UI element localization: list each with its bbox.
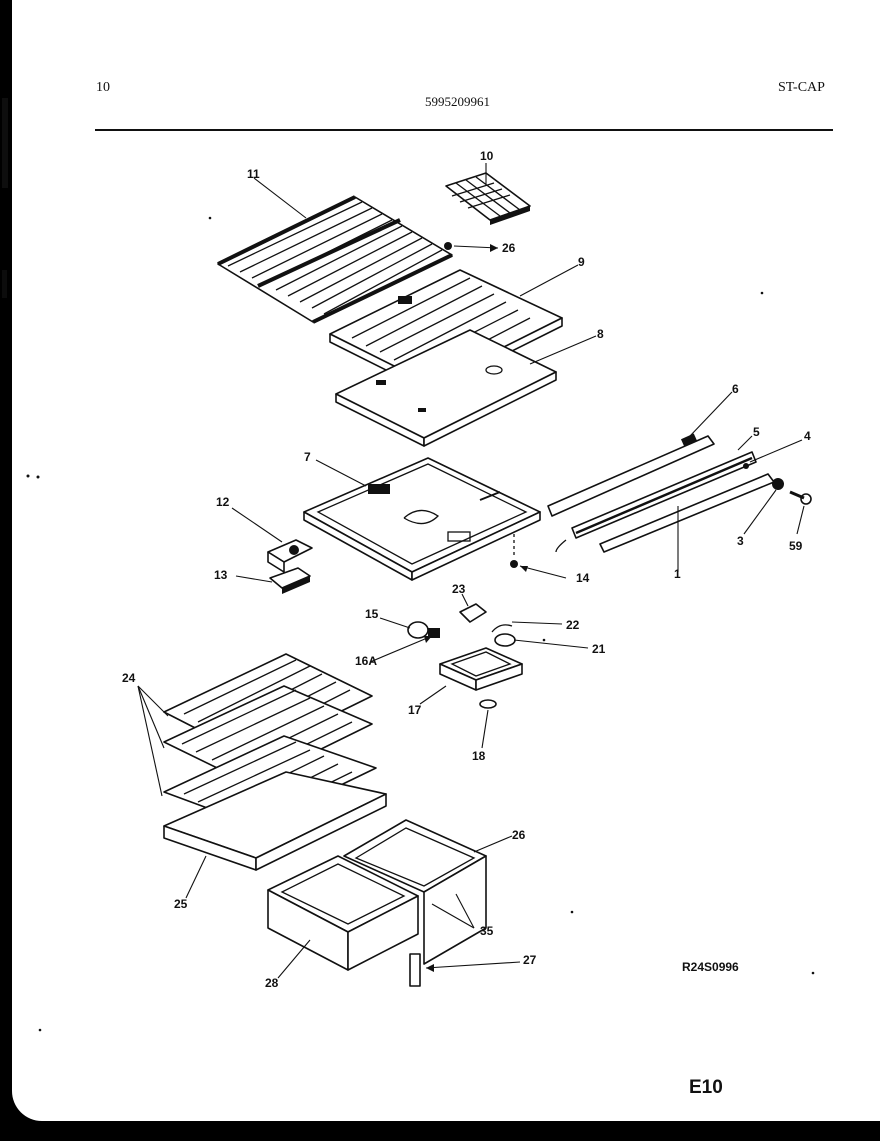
callout-28: 28 — [265, 976, 279, 990]
knob-18 — [479, 699, 497, 709]
callout-26-top: 26 — [502, 241, 516, 255]
screw-59 — [789, 490, 812, 505]
callout-23: 23 — [452, 582, 466, 596]
leader-lines — [137, 163, 805, 979]
callout-27: 27 — [523, 953, 537, 967]
callout-35: 35 — [480, 924, 494, 938]
callout-17: 17 — [408, 703, 422, 717]
callout-12: 12 — [216, 495, 230, 509]
rail-5 — [555, 451, 757, 553]
section-code: ST-CAP — [778, 80, 825, 95]
crisper-pan-26 — [343, 819, 487, 965]
crisper-cover-25 — [163, 771, 387, 871]
damper-12 — [267, 539, 313, 573]
grille-10 — [445, 172, 531, 225]
wire-shelf-11 — [217, 195, 453, 324]
callout-labels: 11 10 26 9 8 6 5 4 7 12 13 14 3 59 1 23 … — [122, 149, 811, 990]
callout-8: 8 — [597, 327, 604, 341]
callout-24: 24 — [122, 671, 136, 685]
page-code: E10 — [689, 1077, 723, 1098]
freezer-floor-7 — [303, 457, 541, 581]
shelf-stop-26 — [444, 242, 452, 250]
callout-21: 21 — [592, 642, 606, 656]
callout-4: 4 — [804, 429, 811, 443]
stray-dots — [38, 216, 815, 1032]
callout-10: 10 — [480, 149, 494, 163]
callout-7: 7 — [304, 450, 311, 464]
callout-11: 11 — [247, 167, 260, 181]
page-number: 10 — [96, 80, 110, 95]
crisper-pan-28 — [267, 855, 419, 971]
callout-9: 9 — [578, 255, 585, 269]
nut-3 — [772, 478, 784, 490]
callout-1: 1 — [674, 567, 681, 581]
bulb-15 — [407, 621, 429, 639]
callout-18: 18 — [472, 749, 486, 763]
wire-22 — [491, 624, 513, 633]
callout-6: 6 — [732, 382, 739, 396]
callout-25: 25 — [174, 897, 188, 911]
callout-13: 13 — [214, 568, 228, 582]
callout-3: 3 — [737, 534, 744, 548]
callout-22: 22 — [566, 618, 580, 632]
clip-4 — [743, 463, 749, 469]
callout-26-bottom: 26 — [512, 828, 526, 842]
socket-16A — [428, 628, 440, 638]
rail-6 — [547, 433, 715, 517]
callout-16A: 16A — [355, 654, 377, 668]
damper-13 — [269, 567, 311, 594]
callout-5: 5 — [753, 425, 760, 439]
scan-marks — [2, 98, 40, 479]
plug-14 — [510, 560, 518, 568]
leader-arrowheads — [424, 244, 528, 972]
callout-14: 14 — [576, 571, 590, 585]
roller-27 — [409, 953, 421, 987]
callout-15: 15 — [365, 607, 379, 621]
callout-59: 59 — [789, 539, 803, 553]
part-number: 5995209961 — [425, 94, 490, 109]
control-housing-17 — [439, 647, 523, 691]
figure-code: R24S0996 — [682, 960, 739, 974]
light-shield-23 — [459, 603, 487, 623]
cover-frame-8 — [335, 329, 557, 447]
lamp-21 — [494, 633, 516, 647]
